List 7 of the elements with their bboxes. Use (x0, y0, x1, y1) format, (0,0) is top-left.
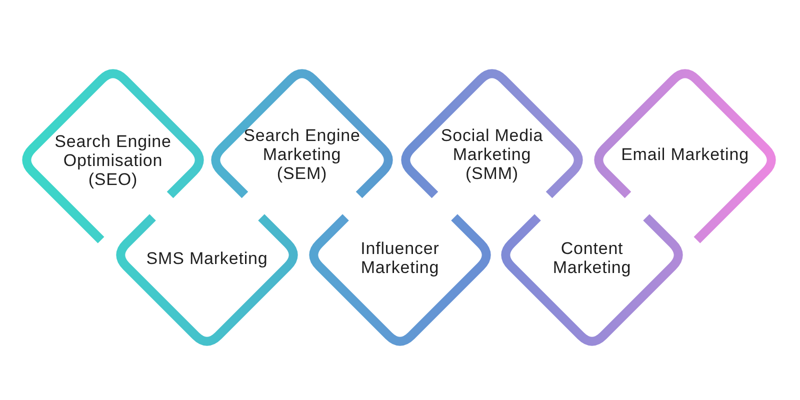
node-label: Social Media Marketing (SMM) (440, 126, 544, 182)
node-label: Search Engine Optimisation (SEO) (54, 132, 172, 188)
node-label: Influencer Marketing (360, 239, 440, 277)
node-label: Email Marketing (620, 144, 750, 164)
node-label: Content Marketing (552, 239, 632, 277)
node-label: SMS Marketing (145, 248, 269, 268)
node-label: Search Engine Marketing (SEM) (242, 126, 362, 182)
